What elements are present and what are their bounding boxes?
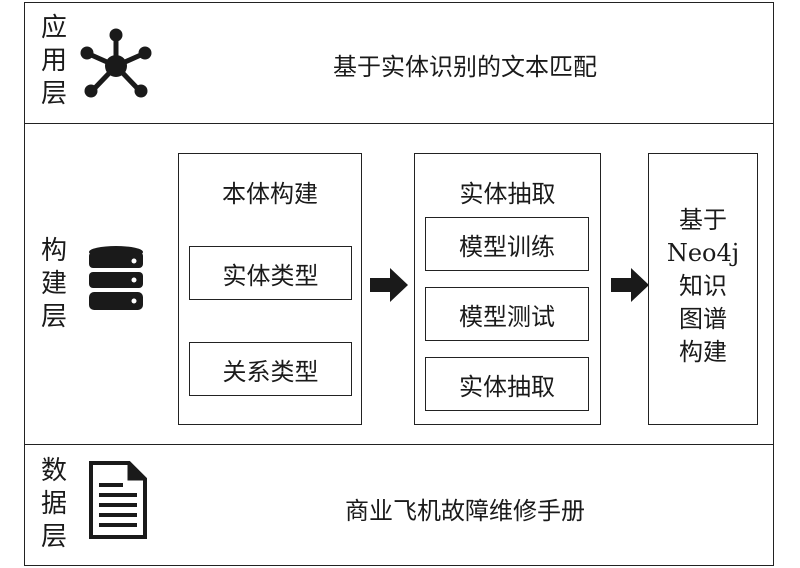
knowledge-graph-construction-box: 基于 Neo4j 知识 图谱 构建	[648, 153, 758, 425]
construction-layer-label: 构 建 层	[40, 236, 67, 332]
relation-type-box: 关系类型	[189, 342, 352, 396]
entity-extraction-title: 实体抽取	[459, 180, 556, 208]
arrow-right-icon	[611, 268, 649, 302]
ontology-construction-title: 本体构建	[222, 180, 318, 208]
document-icon	[89, 461, 147, 539]
database-icon	[89, 246, 143, 310]
entity-type-box: 实体类型	[189, 246, 352, 300]
data-layer-title: 商业飞机故障维修手册	[345, 497, 585, 525]
network-nodes-icon	[80, 28, 152, 98]
knowledge-graph-construction-text: 基于 Neo4j 知识 图谱 构建	[666, 206, 740, 366]
application-layer-title: 基于实体识别的文本匹配	[333, 53, 597, 81]
application-layer: 应 用 层 基于实体识别的文本匹配	[24, 2, 774, 124]
data-layer-label: 数 据 层	[40, 456, 67, 552]
data-layer: 数 据 层 商业飞机故障维修手册	[24, 444, 774, 566]
entity-extraction-box: 实体抽取 模型训练 模型测试 实体抽取	[414, 153, 601, 425]
construction-layer: 构 建 层 本体构建 实体类型 关系类型 实体抽取 模型训练 模型测试 实体抽取	[24, 123, 774, 445]
model-testing-box: 模型测试	[425, 287, 589, 341]
application-layer-label: 应 用 层	[40, 13, 67, 109]
entity-extraction-step-box: 实体抽取	[425, 357, 589, 411]
arrow-right-icon	[370, 268, 408, 302]
ontology-construction-box: 本体构建 实体类型 关系类型	[178, 153, 362, 425]
model-training-box: 模型训练	[425, 217, 589, 271]
